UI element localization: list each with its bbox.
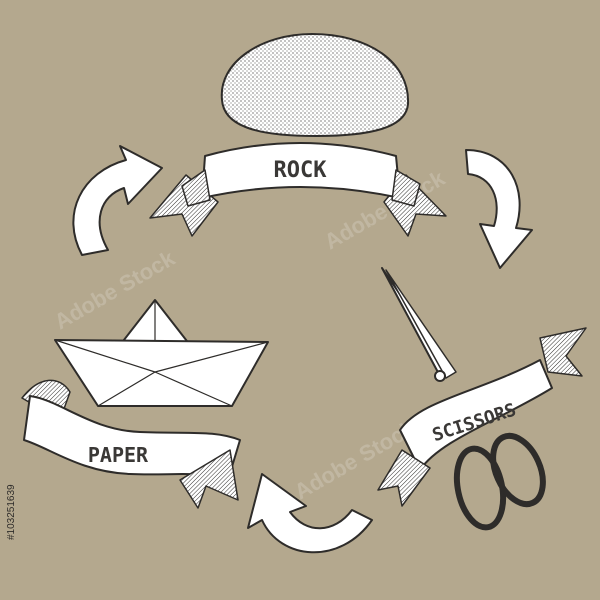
rock-label: ROCK [274,158,328,183]
rock-ribbon: ROCK [149,142,447,237]
stock-id: #103251639 [6,484,17,540]
curved-arrow-icon [72,145,163,256]
curved-arrow-icon [465,149,533,269]
paper-label: PAPER [88,443,149,467]
paper-ribbon: PAPER [21,379,241,509]
scissors-icon [381,267,546,531]
scissors-ribbon: SCISSORS [377,327,587,507]
rock-icon [220,33,410,137]
paper-boat-icon [54,299,269,407]
curved-arrow-icon [247,473,373,554]
